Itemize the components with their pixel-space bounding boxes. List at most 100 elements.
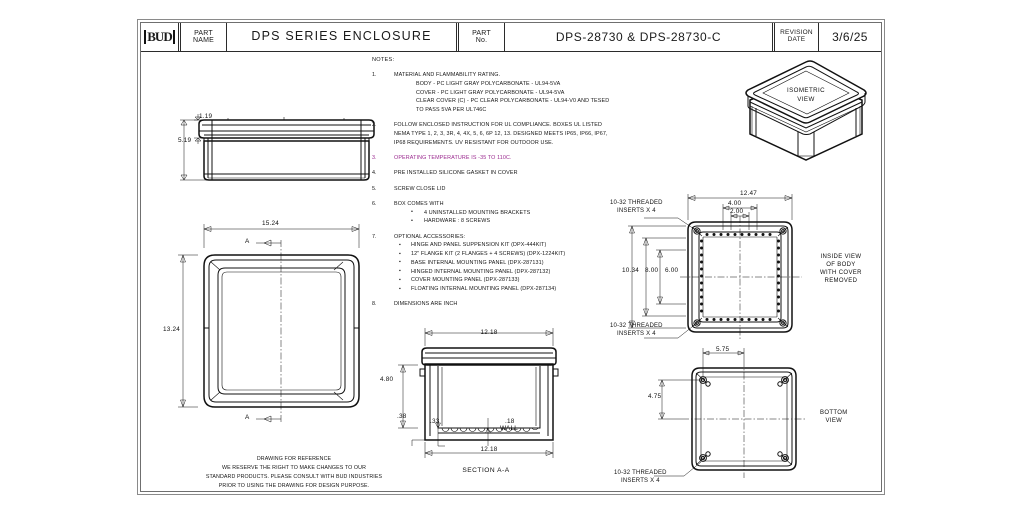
note-line: PRE INSTALLED SILICONE GASKET IN COVER [394,170,518,177]
dim-inside-6-00: 6.00 [665,267,679,274]
dim-section-bottom-width: 12.18 [480,446,498,453]
section-aa-title: SECTION A-A [462,467,510,474]
note-line: MATERIAL AND FLAMMABILITY RATING. [394,72,501,78]
note-bullet: HINGED INTERNAL MOUNTING PANEL (DPX-2871… [394,267,672,277]
notes-list: 1. MATERIAL AND FLAMMABILITY RATING.BODY … [372,71,672,309]
note-line: FOLLOW ENCLOSED INSTRUCTION FOR UL COMPL… [394,122,603,129]
dim-plan-height: 13.24 [163,326,180,333]
revision-date-value: 3/6/25 [832,29,868,44]
note-body: OPTIONAL ACCESSORIES:HINGE AND PANEL SUP… [394,233,672,294]
dim-section-top-width: 12.18 [480,329,498,336]
disclaimer-line-4: PRIOR TO USING THE DRAWING FOR DESIGN PU… [218,483,370,490]
note-item: 5. SCREW CLOSE LID [372,185,672,194]
note-item: 7.OPTIONAL ACCESSORIES:HINGE AND PANEL S… [372,233,672,294]
title-block: BUD PART NAME DPS SERIES ENCLOSURE PART … [141,23,881,52]
bottom-view-label: BOTTOM VIEW [820,409,848,425]
note-line: IP68 REQUIREMENTS. UV RESISTANT FOR OUTD… [394,139,554,146]
dim-rib: .33 [430,418,440,425]
note-number: 8. [372,301,377,308]
insert-note-inside-bottom-line1: 10-32 THREADED [610,323,663,329]
side-elevation-view [180,114,375,181]
insert-note-bottom-view: 10-32 THREADED INSERTS X 4 [614,470,667,486]
note-item: 3. OPERATING TEMPERATURE IS -35 TO 110C. [372,154,672,163]
insert-note-inside-top: 10-32 THREADED INSERTS X 4 [610,200,663,216]
top-plan-view [178,224,360,423]
note-line: COVER - PC LIGHT GRAY POLYCARBONATE - UL… [416,89,565,96]
note-line: OPTIONAL ACCESSORIES: [394,233,466,240]
note-item: 8. DIMENSIONS ARE INCH [372,300,672,309]
section-mark-a-bottom: A [245,414,250,421]
notes-heading: NOTES: [372,57,395,63]
note-bullet: 4 UNINSTALLED MOUNTING BRACKETS [394,208,672,218]
dim-base-thickness: .38 [397,413,407,420]
note-number: 6. [372,200,377,207]
part-name-value: DPS SERIES ENCLOSURE [227,23,459,51]
isometric-label-line1: ISOMETRIC [787,87,825,94]
dim-overall-height: 5.19 [178,137,192,144]
inside-view-label-line2: OF BODY [826,262,856,269]
note-number: 3. [372,155,377,161]
note-bullet: 12" FLANGE KIT (2 FLANGES + 4 SCREWS) (D… [394,250,672,259]
note-body: FOLLOW ENCLOSED INSTRUCTION FOR UL COMPL… [394,121,672,147]
dim-inside-4-00: 4.00 [728,200,742,207]
note-item: 1. MATERIAL AND FLAMMABILITY RATING.BODY … [372,71,672,115]
note-line: CLEAR COVER (C) - PC CLEAR POLYCARBONATE… [416,98,610,105]
note-line: BOX COMES WITH [394,200,444,207]
note-line: TO PASS 5VA PER UL746C [416,107,487,113]
part-no-value: DPS-28730 & DPS-28730-C [505,23,775,51]
revision-date-label-line2: DATE [787,36,806,43]
dim-inside-2-00: 2.00 [730,208,744,215]
section-mark-a-top: A [245,238,250,245]
bottom-view-label-line1: BOTTOM [820,410,848,416]
revision-date-label-line1: REVISION [780,29,813,37]
note-bullet: HARDWARE : 8 SCREWS [394,217,672,226]
dim-inside-8-00: 8.00 [645,267,659,274]
note-bullet: HINGE AND PANEL SUPPENSION KIT (DPX-444K… [394,241,672,250]
note-line: OPERATING TEMPERATURE IS -35 TO 110C. [394,155,512,161]
disclaimer-block: DRAWING FOR REFERENCE WE RESERVE THE RIG… [186,455,402,491]
note-body: DIMENSIONS ARE INCH [394,300,672,309]
isometric-label-line2: VIEW [797,95,815,103]
bottom-view-label-line2: VIEW [825,418,843,425]
part-no-label-line1: PART [472,29,491,37]
part-name-label: PART NAME [181,23,227,51]
dim-section-inner-height: 4.80 [380,376,394,383]
inside-view-label-line4: REMOVED [824,278,858,285]
note-item: 4.PRE INSTALLED SILICONE GASKET IN COVER [372,169,672,178]
note-body: SCREW CLOSE LID [394,185,672,194]
insert-note-bottom-view-line2: INSERTS X 4 [620,477,660,484]
note-line: SCREW CLOSE LID [394,185,446,192]
note-number: 5. [372,185,377,192]
part-no-label-line2: No. [475,37,488,44]
dim-bottom-4-75: 4.75 [648,393,662,400]
dim-wall: .18 [505,418,515,425]
note-bullet: FLOATING INTERNAL MOUNTING PANEL (DPX-28… [394,285,672,294]
insert-note-inside-bottom-line2: INSERTS X 4 [616,330,656,337]
note-bullet: BASE INTERNAL MOUNTING PANEL (DPX-287131… [394,258,672,268]
note-bullet: COVER MOUNTING PANEL (DPX-287133) [394,276,672,285]
insert-note-inside-top-line1: 10-32 THREADED [610,200,663,206]
dim-bottom-5-75: 5.75 [716,346,730,353]
notes-block: NOTES: 1. MATERIAL AND FLAMMABILITY RATIN… [372,57,672,316]
note-line: NEMA TYPE 1, 2, 3, 3R, 4, 4X, 5, 6, 6P 1… [394,131,608,137]
dim-plan-width: 15.24 [262,220,279,227]
dim-cover-height: 1.19 [199,113,213,120]
note-body: BOX COMES WITH4 UNINSTALLED MOUNTING BRA… [394,200,672,226]
dim-inside-10-34: 10.34 [622,267,639,274]
bud-logo: BUD [141,23,181,51]
note-body: PRE INSTALLED SILICONE GASKET IN COVER [394,169,672,178]
note-item: 2.FOLLOW ENCLOSED INSTRUCTION FOR UL COM… [372,121,672,147]
part-name-label-line1: PART [194,29,213,37]
inside-view-label-line1: INSIDE VIEW [820,254,862,260]
inside-view [628,194,802,340]
inside-view-label-line3: WITH COVER [820,270,862,277]
bud-logo-text: BUD [144,30,175,44]
note-body: MATERIAL AND FLAMMABILITY RATING.BODY - … [394,71,672,115]
note-line: DIMENSIONS ARE INCH [394,301,458,308]
note-number: 1. [372,72,377,78]
note-item: 6. BOX COMES WITH4 UNINSTALLED MOUNTING B… [372,200,672,226]
disclaimer-line-3: STANDARD PRODUCTS. PLEASE CONSULT WITH B… [205,474,383,481]
insert-note-bottom-view-line1: 10-32 THREADED [614,470,667,476]
part-name-label-line2: NAME [192,37,215,44]
